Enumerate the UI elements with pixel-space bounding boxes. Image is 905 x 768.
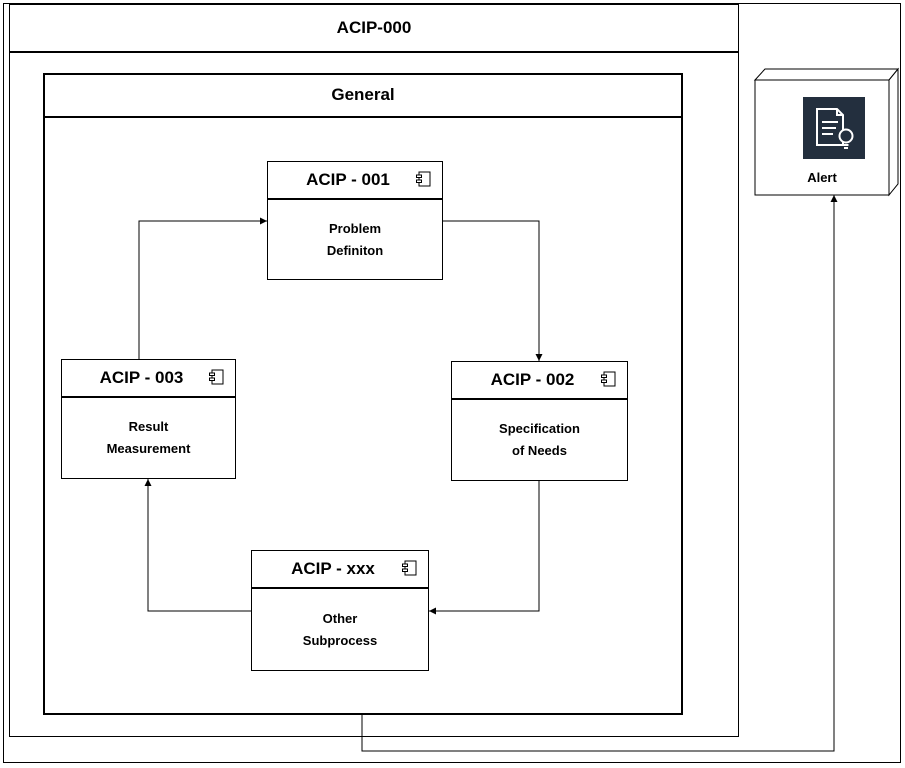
component-title: ACIP - xxx: [252, 551, 428, 589]
component-title: ACIP - 001: [268, 162, 442, 200]
lane-general: [43, 73, 683, 715]
component-description: Problem Definiton: [326, 220, 384, 258]
lane-title: General: [43, 73, 683, 118]
component-acip-001[interactable]: ACIP - 001 Problem Definiton: [267, 161, 443, 280]
edge-xxx-to-003: [144, 479, 251, 612]
component-icon: [601, 371, 616, 387]
edge-002-to-xxx: [429, 481, 540, 615]
edge-003-to-001: [138, 217, 267, 359]
outer-frame: [3, 3, 901, 763]
component-description: Result Measurement: [106, 419, 191, 456]
alert-label: Alert: [807, 170, 837, 185]
component-acip-xxx[interactable]: ACIP - xxx Other Subprocess: [251, 550, 429, 671]
component-icon: [209, 369, 224, 385]
pool-acip-000: [9, 4, 739, 737]
edge-general-to-alert: [361, 195, 838, 752]
component-icon: [402, 560, 417, 576]
component-description: Other Subprocess: [302, 610, 378, 648]
component-acip-002[interactable]: ACIP - 002 Specification of Needs: [451, 361, 628, 481]
pool-title: ACIP-000: [9, 4, 739, 53]
component-title: ACIP - 002: [452, 362, 627, 400]
component-description: Specification of Needs: [499, 421, 580, 458]
component-icon: [416, 171, 431, 187]
edge-001-to-002: [443, 220, 543, 361]
component-title: ACIP - 003: [62, 360, 235, 398]
component-acip-003[interactable]: ACIP - 003 Result Measurement: [61, 359, 236, 479]
document-lightbulb-icon: [803, 97, 865, 159]
